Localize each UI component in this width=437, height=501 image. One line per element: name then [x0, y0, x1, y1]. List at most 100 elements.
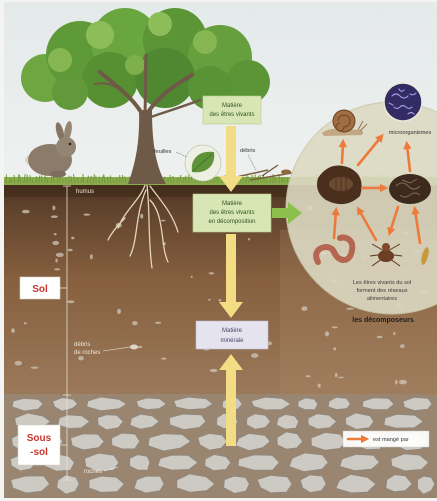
decomposers-title: les décomposeurs — [352, 317, 414, 324]
pebble — [301, 306, 307, 311]
soil-label: Sol — [32, 284, 48, 295]
leaves-label: feuilles — [154, 149, 172, 155]
debris-label: débris — [240, 148, 255, 154]
food-web-caption-line1: Les êtres vivants du sol — [353, 280, 411, 286]
pebble — [52, 206, 55, 211]
pebble — [395, 380, 398, 385]
spider-body — [378, 250, 394, 262]
food-web-arrow — [342, 143, 343, 163]
pebble — [90, 254, 93, 259]
pebble — [78, 356, 84, 360]
pebble — [31, 367, 39, 369]
subsoil-label-line1: Sous — [27, 433, 52, 444]
decomposing-matter-line2: des êtres vivants — [209, 210, 254, 216]
grass-blade — [39, 176, 40, 184]
rabbit-eye — [69, 143, 72, 146]
pebble — [83, 214, 90, 216]
pebble — [208, 299, 210, 301]
microorganisms-icon — [384, 83, 422, 121]
food-web-caption-line3: alimentaires — [367, 296, 397, 302]
legend-label: est mangé par — [373, 437, 409, 443]
subsoil-label-line2: -sol — [30, 447, 48, 458]
living-matter-box — [203, 96, 261, 124]
foliage-highlight — [148, 12, 172, 36]
foliage-highlight — [193, 30, 217, 54]
pebble — [15, 361, 22, 366]
pebble — [161, 358, 166, 360]
pebble — [71, 237, 74, 240]
grass-blade — [264, 175, 265, 183]
decomposing-matter-line3: en décomposition — [208, 219, 255, 225]
pebble — [132, 321, 138, 325]
grass-blade — [36, 176, 37, 183]
grass-blade — [6, 175, 7, 184]
pebble — [248, 238, 250, 240]
pebble — [399, 380, 407, 385]
pebble — [338, 377, 344, 379]
branch — [145, 55, 146, 112]
living-matter-line2: des êtres vivants — [209, 112, 254, 118]
pebble — [155, 322, 161, 324]
grass-blade — [99, 177, 100, 184]
pebble — [335, 373, 338, 378]
decomposing-litter-icon — [389, 174, 431, 204]
foliage-highlight — [48, 48, 72, 72]
pebble — [11, 328, 15, 333]
rock — [362, 398, 394, 410]
pebble — [68, 249, 73, 252]
pebble — [318, 384, 321, 388]
mineral-matter-line1: Matière — [222, 328, 243, 334]
dead-leaf — [281, 170, 291, 175]
rocks-label: roches — [84, 469, 102, 475]
rock-debris-pebble — [130, 345, 138, 350]
subsoil-label-box — [18, 425, 60, 465]
rabbit-head — [56, 137, 76, 157]
pebble — [52, 241, 59, 245]
microorganisms-disc — [384, 83, 422, 121]
decomposing-matter-line1: Matière — [222, 201, 243, 207]
pebble — [55, 259, 57, 263]
pebble — [346, 308, 354, 310]
grass-blade — [243, 178, 244, 183]
pebble — [377, 336, 383, 339]
pebble — [54, 233, 57, 235]
mineral-matter-box — [196, 321, 268, 349]
grass-blade — [42, 176, 43, 184]
rock — [174, 397, 213, 410]
foliage-highlight — [125, 55, 145, 75]
pebble — [191, 276, 193, 278]
foliage-highlight — [86, 21, 114, 49]
pebble — [333, 347, 336, 350]
pebble — [56, 253, 64, 257]
pebble — [393, 332, 395, 336]
mineral-matter-line2: minérale — [220, 338, 244, 344]
grass-blade — [51, 176, 52, 183]
pebble — [22, 210, 30, 214]
pebble — [117, 309, 121, 314]
rock — [276, 414, 298, 429]
pebble — [24, 322, 27, 324]
pebble — [219, 299, 222, 301]
living-matter-line1: Matière — [222, 103, 243, 109]
pebble — [67, 300, 75, 303]
pebble — [54, 268, 60, 270]
microorganisms-label: microorganismes — [389, 130, 432, 136]
pebble — [51, 215, 58, 218]
food-web-caption-line2: forment des réseaux — [357, 288, 408, 294]
pebble — [209, 272, 214, 274]
rabbit-leg — [50, 171, 66, 178]
pebble — [140, 214, 143, 219]
pebble — [161, 220, 166, 222]
rock — [298, 398, 318, 410]
grass-blade — [123, 175, 124, 183]
spider-head — [382, 243, 390, 251]
pebble — [325, 331, 329, 336]
litter-mass — [389, 174, 431, 204]
pebble — [400, 344, 404, 348]
pebble — [210, 369, 218, 372]
rock-debris-label-line1: débris — [74, 342, 90, 348]
rock — [130, 455, 150, 471]
grass-blade — [110, 175, 111, 183]
